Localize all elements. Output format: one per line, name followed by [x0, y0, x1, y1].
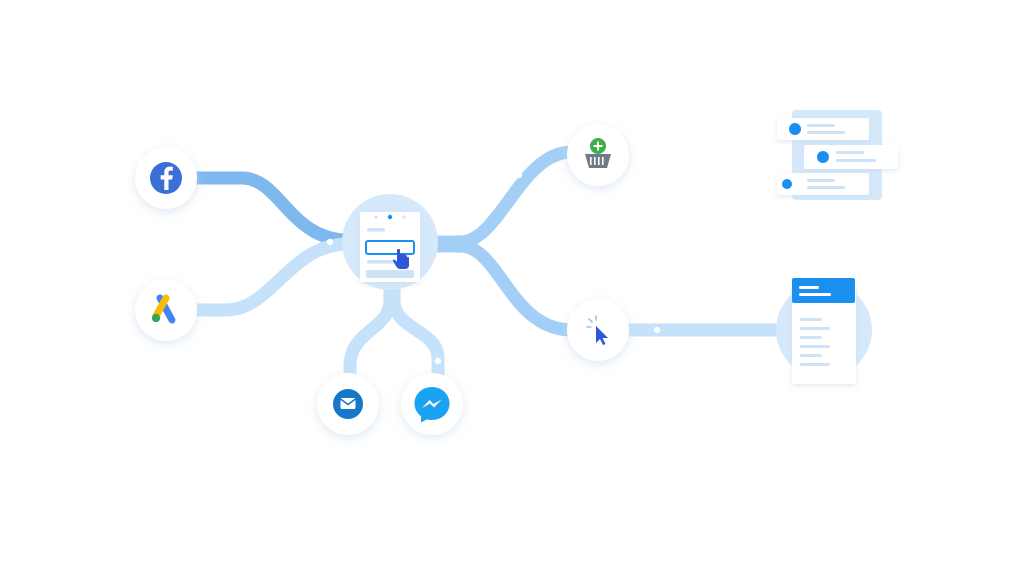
google-ads-icon	[151, 294, 176, 324]
flow-pipes	[189, 145, 807, 385]
contact-list-cards	[777, 110, 898, 200]
click-node[interactable]	[567, 299, 629, 361]
email-icon	[333, 389, 363, 419]
pipe-dots	[326, 148, 738, 365]
messenger-node[interactable]	[401, 373, 463, 435]
email-node[interactable]	[317, 373, 379, 435]
facebook-icon	[150, 162, 182, 194]
pipe-dot	[682, 148, 690, 156]
document-header	[792, 278, 855, 303]
pipe-hub-to-click	[425, 239, 579, 337]
pipe-googleads-to-hub	[189, 237, 355, 317]
messenger-icon	[414, 387, 450, 423]
add-to-cart-node[interactable]	[567, 124, 629, 186]
pipe-dot	[434, 357, 442, 365]
pipe-hub-to-cart	[425, 145, 579, 249]
pipe-hub-to-email	[343, 277, 397, 385]
pipe-dot	[730, 148, 738, 156]
add-to-cart-icon	[585, 138, 611, 168]
pipe-hub-to-messenger	[387, 277, 445, 383]
pipe-dot	[653, 326, 661, 334]
contact-card	[804, 145, 898, 169]
document-page	[776, 278, 872, 384]
cursor-click-icon	[586, 315, 608, 345]
pipe-dot	[515, 171, 523, 179]
facebook-node[interactable]	[135, 147, 197, 209]
hub-node[interactable]	[342, 194, 438, 290]
pipe-dot	[326, 238, 334, 246]
contact-card	[777, 173, 869, 195]
form-click-icon	[360, 212, 420, 282]
contact-card	[777, 118, 869, 140]
pipe-facebook-to-hub	[189, 171, 355, 247]
google-ads-node[interactable]	[135, 279, 197, 341]
